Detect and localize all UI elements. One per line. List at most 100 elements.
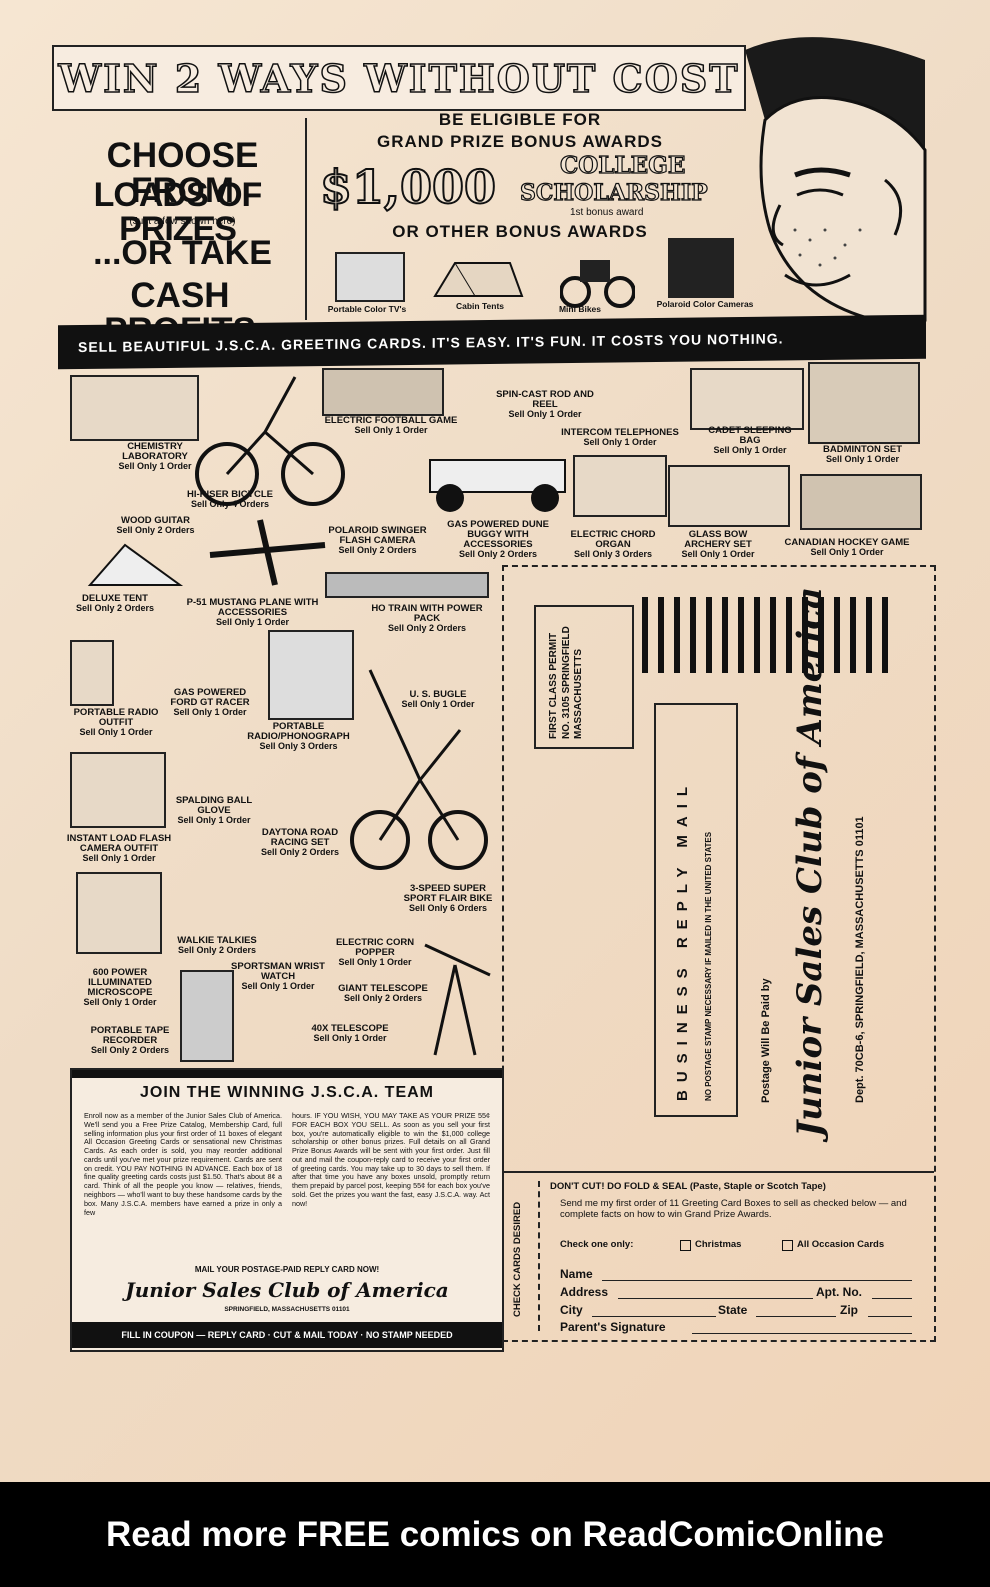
christmas-checkbox[interactable] (680, 1240, 691, 1251)
choose-from-text: CHOOSE FROM (106, 136, 259, 210)
advertisement-page: WIN 2 WAYS WITHOUT COST CHOOSE FROM LOAD… (0, 0, 990, 1482)
tape-recorder-illustration (180, 970, 234, 1062)
all-occasion-checkbox[interactable] (782, 1240, 793, 1251)
all-occasion-label: All Occasion Cards (797, 1239, 885, 1250)
city-label: City (560, 1303, 583, 1317)
sell-cards-text: SELL BEAUTIFUL J.S.C.A. GREETING CARDS. … (78, 330, 784, 356)
check-one-label: Check one only: (560, 1239, 634, 1250)
bonus-item-cameras: Polaroid Color Cameras (656, 299, 754, 309)
name-field[interactable] (602, 1280, 912, 1281)
other-bonus-text: OR OTHER BONUS AWARDS (392, 222, 648, 241)
parent-signature-label: Parent's Signature (560, 1320, 666, 1334)
microscope-illustration (76, 872, 162, 954)
first-bonus-note: 1st bonus award (570, 207, 644, 218)
loads-of-prizes-text: LOADS OF PRIZES (93, 176, 263, 248)
join-title: JOIN THE WINNING J.S.C.A. TEAM (139, 1084, 434, 1101)
ho-train-illustration (325, 572, 489, 598)
mustang-plane-illustration (209, 519, 326, 586)
sleeping-bag-illustration (690, 368, 804, 430)
parent-signature-field[interactable] (692, 1333, 912, 1334)
permit-box: FIRST CLASS PERMIT NO. 3105 SPRINGFIELD … (534, 605, 634, 749)
polaroid-camera-icon (668, 238, 734, 298)
bonus-item-tv: Portable Color TV's (327, 304, 407, 314)
zip-label: Zip (840, 1303, 858, 1317)
color-tv-icon (335, 252, 405, 302)
no-postage-text: NO POSTAGE STAMP NECESSARY IF MAILED IN … (704, 831, 713, 1101)
or-take-text: ...OR TAKE (93, 234, 272, 272)
headline-text: WIN 2 WAYS WITHOUT COST (58, 55, 740, 102)
coupon-rule (504, 1171, 934, 1173)
city-field[interactable] (592, 1316, 716, 1317)
postal-barcode (642, 597, 888, 673)
join-top-rule (72, 1070, 502, 1078)
football-game-illustration (322, 368, 444, 416)
chemistry-set-illustration (70, 375, 199, 441)
giant-telescope-illustration (424, 943, 491, 1056)
join-strip: FILL IN COUPON — REPLY CARD · CUT & MAIL… (72, 1322, 502, 1348)
join-strip-text: FILL IN COUPON — REPLY CARD · CUT & MAIL… (121, 1330, 453, 1340)
permit-text: FIRST CLASS PERMIT NO. 3105 SPRINGFIELD … (548, 626, 584, 739)
just-a-few-note: (Just a few shown here) (129, 216, 236, 227)
join-club-logo: Junior Sales Club of America (125, 1278, 449, 1302)
check-cards-desired: CHECK CARDS DESIRED (512, 1201, 523, 1317)
apt-field[interactable] (872, 1298, 912, 1299)
address-label: Address (560, 1285, 609, 1299)
name-label: Name (560, 1267, 593, 1281)
be-eligible-text: BE ELIGIBLE FOR (438, 110, 602, 129)
reply-club-logo: Junior Sales Club of America (790, 587, 830, 1137)
sell-cards-bar: SELL BEAUTIFUL J.S.C.A. GREETING CARDS. … (58, 314, 926, 370)
bonus-item-tents: Cabin Tents (455, 301, 504, 311)
join-team-box: JOIN THE WINNING J.S.C.A. TEAM Enroll no… (70, 1068, 504, 1352)
mini-bike-icon (560, 260, 635, 308)
chord-organ-illustration (573, 455, 667, 517)
college-text: COLLEGE (559, 151, 686, 179)
bonus-item-bikes: Mini Bikes (558, 304, 602, 314)
hockey-game-illustration (800, 474, 922, 530)
boy-face-illustration (745, 37, 927, 322)
postage-paid-by: Postage Will Be Paid by (760, 978, 772, 1103)
footer-bar: Read more FREE comics on ReadComicOnline (0, 1482, 990, 1587)
scholarship-amount: $1,000 (319, 159, 497, 215)
business-reply-card[interactable]: FIRST CLASS PERMIT NO. 3105 SPRINGFIELD … (502, 565, 936, 1342)
radio-phonograph-illustration (268, 630, 354, 720)
state-label: State (718, 1303, 748, 1317)
address-field[interactable] (618, 1298, 813, 1299)
zip-field[interactable] (868, 1316, 912, 1317)
headline-banner: WIN 2 WAYS WITHOUT COST (52, 45, 746, 111)
coupon-header: DON'T CUT! DO FOLD & SEAL (Paste, Staple… (550, 1181, 826, 1192)
cabin-tent-icon (433, 262, 524, 297)
dune-buggy-illustration (429, 459, 566, 512)
flash-camera-outfit-illustration (70, 752, 166, 828)
state-field[interactable] (756, 1316, 836, 1317)
business-reply-mail-box: BUSINESS REPLY MAIL NO POSTAGE STAMP NEC… (654, 703, 738, 1117)
archery-set-illustration (668, 465, 790, 527)
deluxe-tent-illustration (87, 543, 184, 586)
christmas-label: Christmas (695, 1239, 742, 1250)
flair-bike-illustration (350, 669, 488, 870)
footer-text[interactable]: Read more FREE comics on ReadComicOnline (106, 1514, 884, 1554)
join-column-1: Enroll now as a member of the Junior Sal… (84, 1111, 282, 1217)
